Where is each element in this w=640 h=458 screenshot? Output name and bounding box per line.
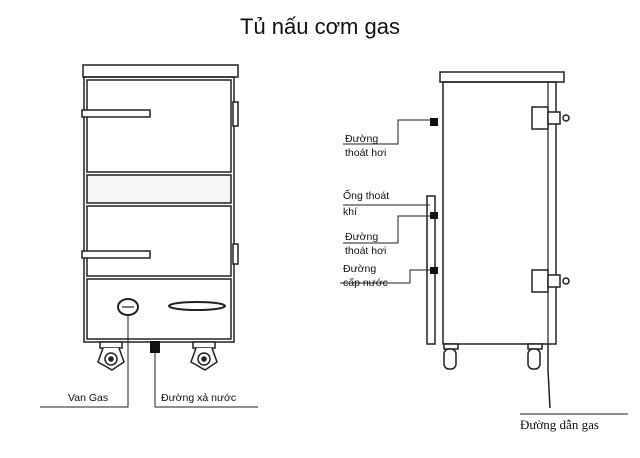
front-top-lid	[82, 64, 239, 78]
upper-door-handle	[81, 109, 151, 118]
gas-line	[547, 344, 551, 409]
side-cabinet-body	[442, 81, 557, 345]
lower-door	[86, 205, 232, 277]
steam-outlet-2-leader	[343, 215, 430, 244]
flame-viewing-slot	[168, 301, 226, 311]
water-supply-label-line1: Đường	[343, 263, 377, 275]
burner-box	[86, 278, 232, 340]
steam-outlet-1-leader	[343, 119, 430, 145]
diagram-title: Tủ nấu cơm gas	[240, 14, 400, 39]
steam-outlet-1-label-line1: Đường	[345, 133, 379, 145]
water-supply-leader	[340, 269, 430, 284]
steam-outlet-2-label-line1: Đường	[345, 231, 379, 243]
side-view	[340, 71, 628, 415]
upper-hinge	[232, 101, 239, 127]
lower-hinge	[232, 243, 239, 265]
middle-separator	[86, 174, 232, 204]
gas-valve-knob	[117, 298, 139, 316]
steam-outlet-1-label-line2: thoát hơi	[345, 147, 387, 159]
gas-line-label: Đường dẫn gas	[520, 417, 599, 432]
gas-valve-leader	[40, 316, 129, 408]
gas-valve-label: Van Gas	[68, 392, 109, 404]
front-right-caster	[190, 341, 218, 371]
upper-steam-fitting	[430, 118, 438, 126]
side-left-caster	[443, 343, 459, 370]
water-supply-label-line2: cấp nước	[343, 277, 388, 289]
side-top-lid	[439, 71, 565, 83]
water-drain-label: Đường xả nước	[161, 392, 237, 404]
water-drain-fitting	[150, 341, 160, 353]
exhaust-pipe-label-line1: Ống thoát	[343, 190, 390, 202]
side-lower-hinge	[531, 269, 570, 293]
upper-door	[86, 79, 232, 173]
front-left-caster	[97, 341, 125, 371]
water-supply-fitting	[430, 267, 438, 274]
lower-door-handle	[81, 250, 151, 259]
water-drain-leader	[154, 353, 258, 408]
exhaust-pipe-label-line2: khí	[343, 206, 358, 218]
side-right-caster	[527, 343, 543, 370]
front-view	[40, 64, 258, 408]
lower-steam-fitting	[430, 212, 438, 219]
steam-outlet-2-label-line2: thoát hơi	[345, 245, 387, 257]
side-upper-hinge	[531, 106, 570, 130]
